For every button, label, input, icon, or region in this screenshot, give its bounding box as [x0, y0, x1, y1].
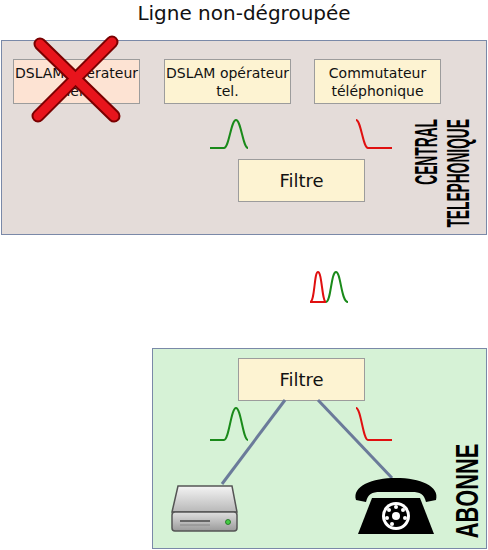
equipment-box: Filtre: [238, 358, 365, 401]
site-label: ABONNE: [451, 430, 483, 550]
site-panel: ABONNE Filtre: [152, 348, 487, 549]
equipment-box: DSLAM opérateur tiers: [13, 59, 140, 104]
diagram-title: Ligne non-dégroupée: [0, 0, 488, 26]
box-label: Filtre: [279, 170, 323, 192]
wire: [222, 400, 285, 484]
dsl-signal: [326, 272, 348, 302]
voice-signal: [356, 120, 392, 148]
box-label: Filtre: [279, 369, 323, 391]
signal-baseline: [310, 301, 326, 303]
equipment-box: DSLAM opérateur tel.: [164, 59, 291, 104]
box-label: Commutateur téléphonique: [315, 64, 440, 100]
site-panel: CENTRAL TELEPHONIQUE DSLAM opérateur tier…: [1, 40, 487, 235]
box-label: DSLAM opérateur tel.: [165, 64, 290, 100]
site-label: CENTRAL TELEPHONIQUE: [409, 119, 473, 233]
dsl-signal: [210, 120, 248, 148]
voice-signal: [356, 408, 392, 440]
box-label: DSLAM opérateur tiers: [14, 64, 139, 100]
modem-icon: [172, 486, 237, 531]
dsl-signal: [210, 408, 248, 440]
telephone-icon: [355, 478, 436, 534]
equipment-box: Commutateur téléphonique: [314, 59, 441, 104]
wire: [318, 400, 392, 478]
cross-out-mark: [38, 42, 114, 116]
voice-signal: [310, 272, 326, 302]
equipment-box: Filtre: [238, 159, 365, 202]
